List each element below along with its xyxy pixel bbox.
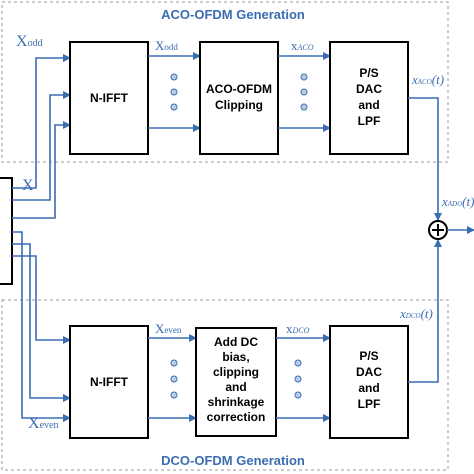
dco-dc-label-4: and (225, 380, 246, 394)
aco-region (1, 1, 449, 163)
dco-ifft-block (69, 325, 149, 439)
aco-input-wires (12, 54, 71, 219)
x-ado-t-label: xADO(t) (441, 194, 474, 209)
aco-dots-2 (300, 73, 308, 111)
x-input-label: X (22, 177, 34, 194)
input-splitter-block (0, 177, 13, 285)
dco-ifft-label: N-IFFT (90, 375, 129, 389)
aco-dots-1 (170, 73, 178, 111)
x-even-mid-label: Xeven (155, 321, 182, 336)
x-even-input-label: Xeven (28, 415, 58, 432)
dco-dots-1 (170, 359, 178, 399)
dco-dc-label-2: bias, (222, 350, 249, 364)
dco-ps-label-4: LPF (358, 397, 381, 411)
aco-clipping-block (199, 41, 279, 155)
dco-ps-label-3: and (358, 381, 379, 395)
dco-ps-label-1: P/S (359, 349, 378, 363)
x-aco-t-label: xACO(t) (411, 72, 444, 87)
aco-output-wire (408, 97, 442, 221)
aco-region-title: ACO-OFDM Generation (161, 7, 305, 22)
aco-ps-label-4: LPF (358, 114, 381, 128)
aco-ifft-block (69, 41, 149, 155)
x-dco-t-label: xDCO(t) (399, 306, 433, 321)
x-dco-mid-label: xDCO (286, 321, 310, 336)
aco-ifft-to-clip-arrows (148, 52, 201, 132)
x-aco-mid-label: xACO (291, 38, 314, 53)
aco-ps-label-3: and (358, 98, 379, 112)
dco-region-title: DCO-OFDM Generation (161, 453, 305, 468)
aco-clipping-label-1: ACO-OFDM (206, 82, 272, 96)
aco-clip-to-ps-arrows (278, 52, 331, 132)
dco-dc-label-6: correction (207, 410, 266, 424)
dco-region (1, 299, 449, 471)
dco-dots-2 (294, 359, 302, 399)
aco-ps-dac-lpf-block (329, 41, 409, 155)
dco-dc-label-3: clipping (213, 365, 259, 379)
x-odd-input-label: Xodd (16, 33, 43, 50)
aco-ifft-label: N-IFFT (90, 91, 129, 105)
dco-dc-bias-block (195, 327, 277, 437)
plus-circle-icon (428, 220, 448, 240)
dco-input-wires (12, 231, 71, 422)
dco-ps-label-2: DAC (356, 365, 382, 379)
dco-dc-label-5: shrinkage (208, 395, 265, 409)
x-odd-mid-label: Xodd (155, 38, 178, 53)
dco-dc-label-1: Add DC (214, 335, 258, 349)
dco-dc-to-ps-arrows (276, 334, 331, 422)
dco-output-wire (408, 239, 442, 383)
aco-ps-label-2: DAC (356, 82, 382, 96)
dco-ifft-to-dc-arrows (148, 334, 197, 422)
aco-clipping-label-2: Clipping (215, 98, 263, 112)
aco-ps-label-1: P/S (359, 66, 378, 80)
